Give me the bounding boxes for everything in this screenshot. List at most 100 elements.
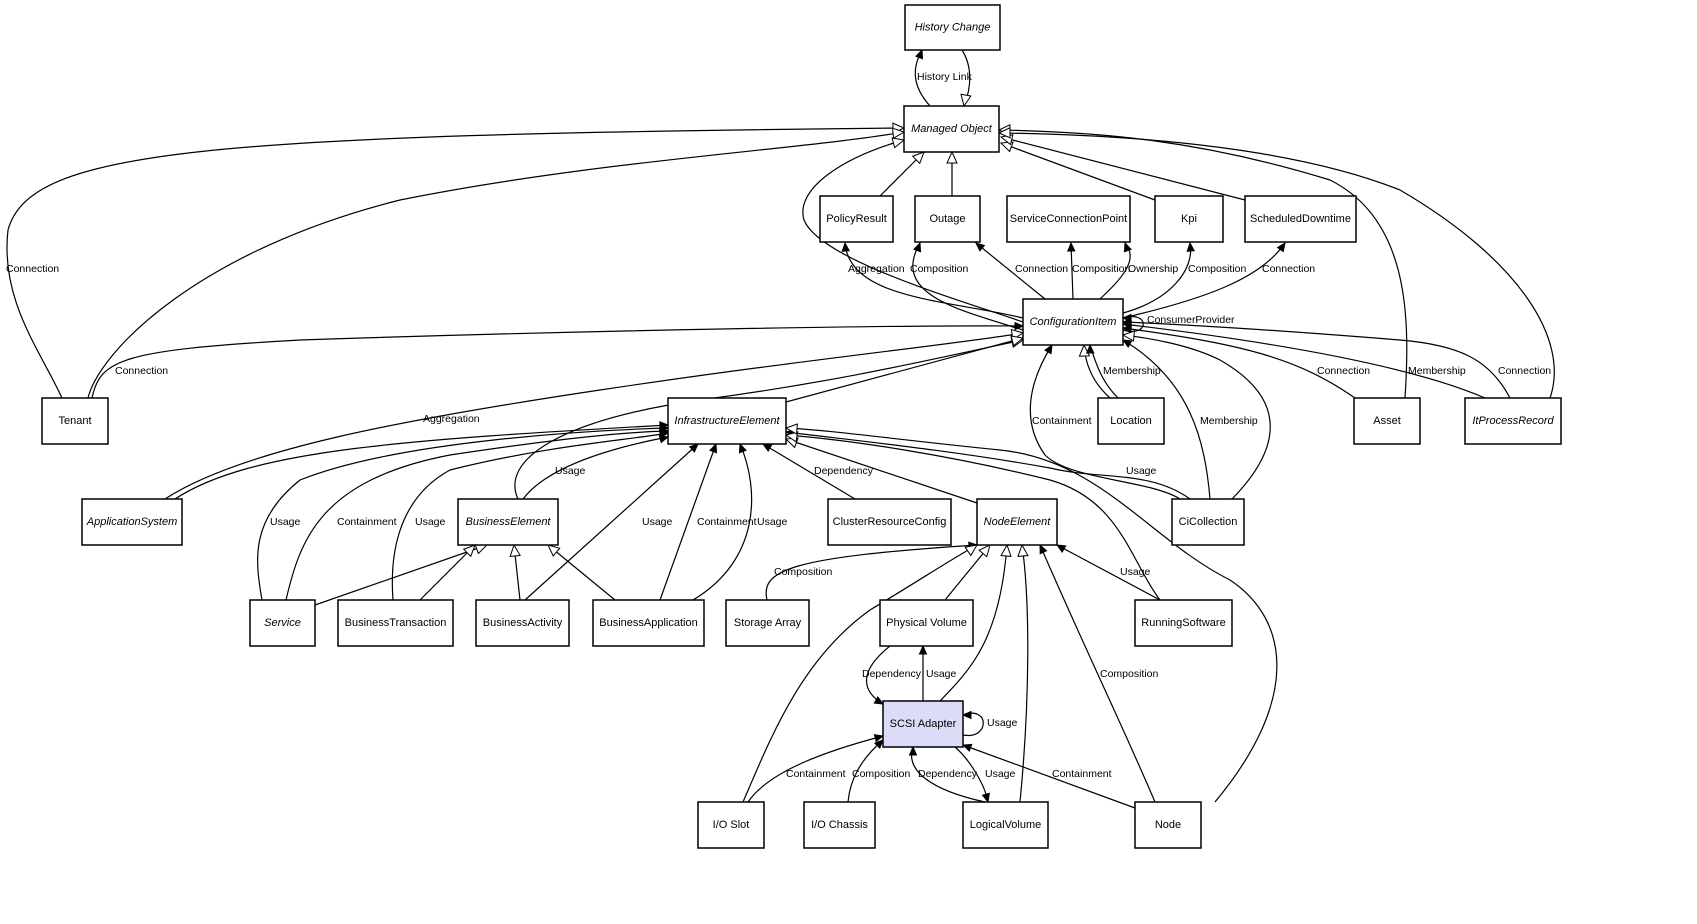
- class-node-running-software[interactable]: RunningSoftware: [1134, 599, 1233, 647]
- class-name: ScheduledDowntime: [1250, 213, 1351, 225]
- inheritance-arrowhead-icon: [997, 127, 1011, 139]
- class-node-policy-result[interactable]: PolicyResult: [819, 195, 894, 243]
- edge-line: [1039, 544, 1156, 803]
- class-box[interactable]: [1134, 801, 1202, 849]
- edge-inheritance: [802, 137, 1024, 323]
- edge-line: [1122, 323, 1486, 399]
- edge-label: Usage: [1120, 566, 1151, 578]
- class-box[interactable]: [1134, 599, 1233, 647]
- class-name: BusinessElement: [466, 516, 552, 528]
- edge-line: [1029, 344, 1181, 500]
- class-node-location[interactable]: Location: [1097, 397, 1165, 445]
- class-node-io-chassis[interactable]: I/O Chassis: [803, 801, 876, 849]
- class-node-managed-object[interactable]: Managed Object: [903, 105, 1000, 153]
- edge-line: [762, 443, 856, 500]
- class-node-io-slot[interactable]: I/O Slot: [697, 801, 765, 849]
- edge-association: [908, 745, 986, 803]
- class-box[interactable]: [976, 498, 1058, 546]
- class-node-node[interactable]: Node: [1134, 801, 1202, 849]
- association-arrowhead-icon: [709, 442, 718, 454]
- class-node-tenant[interactable]: Tenant: [41, 397, 109, 445]
- class-box[interactable]: [457, 498, 559, 546]
- class-node-service-connection-point[interactable]: ServiceConnectionPoint: [1006, 195, 1131, 243]
- class-node-logical-volume[interactable]: LogicalVolume: [962, 801, 1049, 849]
- class-node-configuration-item[interactable]: ConfigurationItem: [1022, 298, 1124, 346]
- class-box[interactable]: [249, 599, 316, 647]
- class-box[interactable]: [904, 4, 1001, 51]
- edge-line: [939, 544, 1008, 702]
- class-node-outage[interactable]: Outage: [914, 195, 981, 243]
- class-box[interactable]: [827, 498, 952, 546]
- association-arrowhead-icon: [1067, 241, 1076, 252]
- class-box[interactable]: [962, 801, 1049, 849]
- edge-label: Usage: [985, 768, 1016, 780]
- edge-inheritance: [879, 151, 925, 197]
- class-node-cluster-resource-config[interactable]: ClusterResourceConfig: [827, 498, 952, 546]
- class-node-business-application[interactable]: BusinessApplication: [592, 599, 705, 647]
- class-name: BusinessTransaction: [345, 617, 447, 629]
- inheritance-arrowhead-icon: [946, 150, 958, 164]
- class-box[interactable]: [1154, 195, 1224, 243]
- class-node-infrastructure-element[interactable]: InfrastructureElement: [667, 397, 787, 445]
- inheritance-arrowhead-icon: [911, 151, 925, 165]
- edge-label: Usage: [987, 717, 1018, 729]
- class-box[interactable]: [1244, 195, 1357, 243]
- class-node-physical-volume[interactable]: Physical Volume: [879, 599, 974, 647]
- class-node-it-process-record[interactable]: ItProcessRecord: [1464, 397, 1562, 445]
- class-box[interactable]: [337, 599, 454, 647]
- edge-inheritance: [784, 431, 1161, 601]
- inheritance-arrowhead-icon: [1121, 330, 1135, 342]
- edge-line: [785, 337, 1024, 403]
- class-box[interactable]: [879, 599, 974, 647]
- class-node-scsi-adapter[interactable]: SCSI Adapter: [882, 700, 964, 748]
- edge-association: [841, 241, 1024, 319]
- class-node-kpi[interactable]: Kpi: [1154, 195, 1224, 243]
- class-node-history-change[interactable]: History Change: [904, 4, 1001, 51]
- class-node-storage-array[interactable]: Storage Array: [725, 599, 810, 647]
- class-box[interactable]: [1006, 195, 1131, 243]
- class-node-business-element[interactable]: BusinessElement: [457, 498, 559, 546]
- class-box[interactable]: [1097, 397, 1165, 445]
- edge-line: [419, 544, 476, 601]
- class-box[interactable]: [725, 599, 810, 647]
- class-box[interactable]: [1353, 397, 1421, 445]
- class-node-service[interactable]: Service: [249, 599, 316, 647]
- edge-line: [1019, 544, 1029, 803]
- edge-label: Aggregation: [848, 263, 905, 275]
- edge-inheritance: [997, 127, 1555, 399]
- edge-line: [1122, 327, 1356, 399]
- edge-line: [1000, 136, 1246, 201]
- class-node-business-activity[interactable]: BusinessActivity: [475, 599, 570, 647]
- class-node-application-system[interactable]: ApplicationSystem: [81, 498, 183, 546]
- edge-line: [524, 443, 699, 601]
- edge-label: Membership: [1103, 365, 1161, 377]
- class-box[interactable]: [903, 105, 1000, 153]
- class-box[interactable]: [1171, 498, 1245, 546]
- association-arrowhead-icon: [1014, 321, 1025, 331]
- edge-association: [522, 435, 670, 500]
- association-arrowhead-icon: [688, 443, 699, 453]
- class-box[interactable]: [819, 195, 894, 243]
- edge-label: Connection: [1498, 365, 1551, 377]
- class-node-ci-collection[interactable]: CiCollection: [1171, 498, 1245, 546]
- class-name: Node: [1155, 819, 1181, 831]
- class-box[interactable]: [882, 700, 964, 748]
- class-box[interactable]: [803, 801, 876, 849]
- class-box[interactable]: [41, 397, 109, 445]
- class-box[interactable]: [81, 498, 183, 546]
- class-node-node-element[interactable]: NodeElement: [976, 498, 1058, 546]
- class-box[interactable]: [1022, 298, 1124, 346]
- class-node-scheduled-downtime[interactable]: ScheduledDowntime: [1244, 195, 1357, 243]
- class-box[interactable]: [697, 801, 765, 849]
- class-box[interactable]: [1464, 397, 1562, 445]
- edge-association: [1086, 343, 1119, 399]
- class-node-business-transaction[interactable]: BusinessTransaction: [337, 599, 454, 647]
- edge-line: [314, 544, 488, 606]
- edge-label: Containment: [1052, 768, 1112, 780]
- class-box[interactable]: [475, 599, 570, 647]
- class-box[interactable]: [592, 599, 705, 647]
- class-box[interactable]: [667, 397, 787, 445]
- inheritance-arrowhead-icon: [891, 127, 906, 139]
- class-box[interactable]: [914, 195, 981, 243]
- class-node-asset[interactable]: Asset: [1353, 397, 1421, 445]
